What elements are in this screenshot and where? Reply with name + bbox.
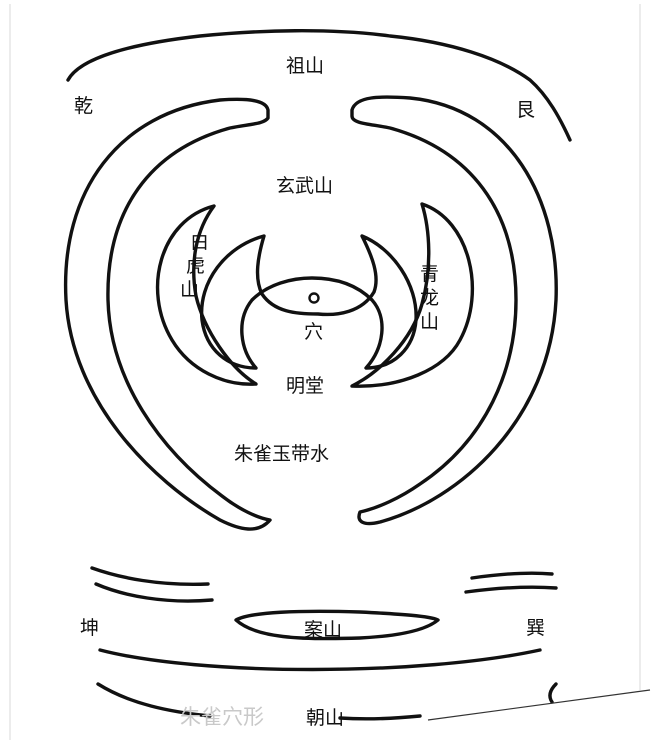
azure-dragon-crescent bbox=[350, 202, 474, 388]
an-shan-shape bbox=[234, 609, 440, 641]
xun-line-lower bbox=[464, 585, 558, 594]
lower-arc-2 bbox=[96, 682, 212, 718]
svg-text:龙: 龙 bbox=[420, 287, 439, 309]
label-an-shan: 案山 bbox=[304, 619, 342, 641]
label-xun: 巽 bbox=[526, 617, 545, 639]
label-xuanwu: 玄武山 bbox=[276, 175, 333, 197]
label-xue: 穴 bbox=[304, 321, 323, 343]
label-azure-dragon: 青 龙 山 bbox=[420, 263, 439, 333]
outer-left-arc bbox=[63, 97, 272, 531]
label-ming-tang: 明堂 bbox=[286, 375, 324, 397]
xun-line-upper bbox=[470, 571, 554, 580]
chao-shan-hook bbox=[548, 682, 558, 704]
svg-text:青: 青 bbox=[420, 263, 439, 285]
white-tiger-crescent bbox=[155, 204, 258, 386]
svg-text:山: 山 bbox=[180, 279, 199, 301]
kun-line-upper bbox=[90, 566, 210, 587]
svg-text:白: 白 bbox=[190, 231, 209, 253]
label-ancestor-mountain: 祖山 bbox=[286, 55, 324, 77]
scan-edge bbox=[427, 689, 651, 721]
ancestor-ridge bbox=[66, 29, 572, 142]
xue-horseshoe bbox=[199, 234, 418, 370]
svg-text:山: 山 bbox=[420, 311, 439, 333]
label-chao-shan: 朝山 bbox=[306, 707, 344, 729]
label-kun: 坤 bbox=[80, 617, 99, 639]
watermark-caption: 朱雀穴形 bbox=[180, 705, 264, 729]
kun-line-lower bbox=[94, 582, 214, 603]
outer-right-arc bbox=[350, 95, 558, 526]
label-gen: 艮 bbox=[516, 99, 535, 121]
label-white-tiger: 白 虎 山 bbox=[180, 231, 209, 301]
chao-shan-line bbox=[338, 714, 422, 721]
label-qian: 乾 bbox=[74, 95, 93, 117]
xue-point bbox=[308, 292, 320, 304]
svg-text:虎: 虎 bbox=[186, 255, 205, 277]
label-belt-water: 朱雀玉带水 bbox=[234, 443, 329, 465]
lower-arc-1 bbox=[98, 648, 542, 672]
